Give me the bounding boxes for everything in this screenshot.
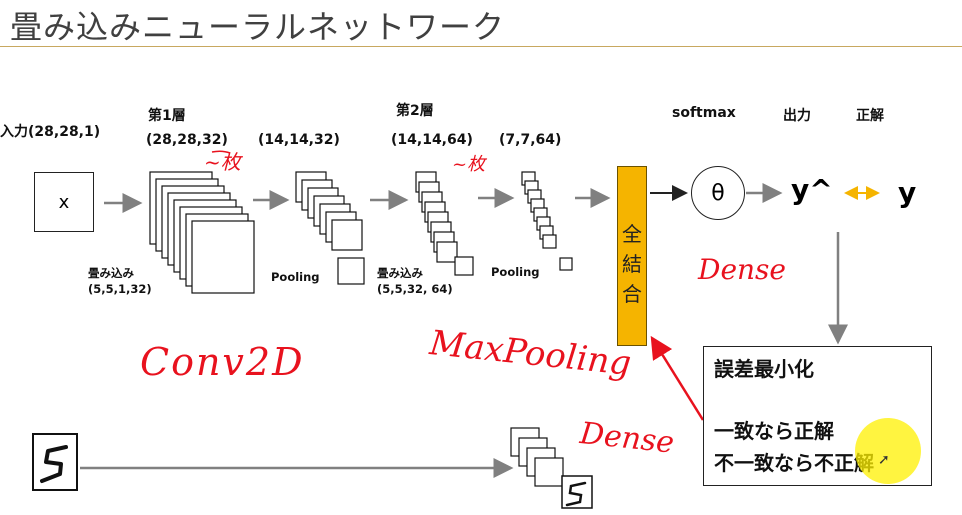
pool1-feature-maps <box>295 171 365 285</box>
theta-symbol: θ <box>711 180 725 206</box>
digit-samples-stack <box>510 427 593 509</box>
result-line-3: 不一致なら不正解 <box>714 451 874 475</box>
output-header: 出力 <box>783 108 811 124</box>
title-divider <box>0 46 962 47</box>
dense-layer-block: 全 結 合 <box>617 166 647 346</box>
conv1-feature-maps <box>149 171 255 294</box>
pool2-feature-maps <box>521 171 573 271</box>
layer1-name: 第1層 <box>148 108 186 124</box>
arrow-result-dense-red <box>650 335 705 421</box>
conv2-feature-maps <box>415 171 474 276</box>
input-symbol: x <box>58 191 70 213</box>
pool1-shape: (14,14,32) <box>258 132 340 148</box>
result-line-1: 誤差最小化 <box>714 357 814 381</box>
cursor-icon: ➚ <box>878 452 890 468</box>
input-box: x <box>34 172 94 232</box>
layer2-shape: (14,14,64) <box>391 132 473 148</box>
annotation-mai-1: ~枚 <box>204 150 241 174</box>
conv2-label: 畳み込み <box>377 266 423 280</box>
input-label: 入力(28,28,1) <box>0 124 101 140</box>
correct-header: 正解 <box>856 108 884 124</box>
conv1-label: 畳み込み <box>88 266 134 280</box>
dense-char-2: 結 <box>622 252 642 276</box>
pool2-shape: (7,7,64) <box>499 132 562 148</box>
conv1-kernel: (5,5,1,32) <box>88 282 152 296</box>
pool2-label: Pooling <box>491 265 540 279</box>
result-line-2: 一致なら正解 <box>714 419 834 443</box>
layer1-shape: (28,28,32) <box>146 132 228 148</box>
page-title: 畳み込みニューラルネットワーク <box>10 8 506 46</box>
result-box: 誤差最小化 一致なら正解 不一致なら不正解 <box>703 346 932 486</box>
layer2-name: 第2層 <box>396 103 434 119</box>
softmax-header: softmax <box>672 105 736 121</box>
dense-char-3: 合 <box>622 282 642 306</box>
target-y: y <box>898 176 917 209</box>
cursor-highlight <box>855 418 921 484</box>
annotation-underline <box>211 150 231 154</box>
softmax-node: θ <box>691 166 745 220</box>
digit-input-image <box>32 433 78 491</box>
annotation-mai-2: ~枚 <box>452 154 486 175</box>
output-y-hat: y^ <box>791 173 833 206</box>
annotation-dense-1: Dense <box>698 253 786 286</box>
pool1-label: Pooling <box>271 270 320 284</box>
annotation-conv2d: Conv2D <box>140 340 305 384</box>
conv2-kernel: (5,5,32, 64) <box>377 282 453 296</box>
dense-char-1: 全 <box>622 222 642 246</box>
